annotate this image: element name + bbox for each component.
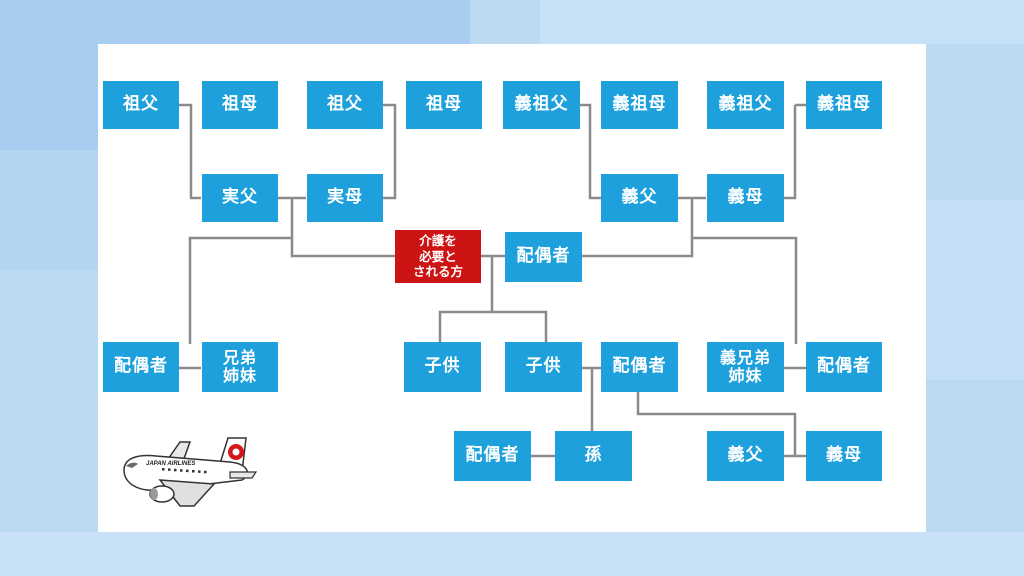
family-tree-card: 祖父 祖母 祖父 祖母 義祖父 義祖母 義祖父 義祖母 実父 実母 義父 義母 … xyxy=(98,44,926,532)
background-block xyxy=(540,0,1024,44)
node-grandchild-spouse: 配偶者 xyxy=(454,431,531,481)
connector-lines xyxy=(179,103,882,458)
node-inlaw-grandmother-1: 義祖母 xyxy=(601,81,678,129)
background-block xyxy=(0,150,98,270)
node-sibling-spouse: 配偶者 xyxy=(103,342,179,392)
node-grandfather-paternal: 祖父 xyxy=(103,81,179,129)
background-block xyxy=(0,532,1024,576)
background-block xyxy=(926,200,1024,380)
node-child-spouse-father: 義父 xyxy=(707,431,784,481)
node-spouse: 配偶者 xyxy=(505,232,582,282)
node-father: 実父 xyxy=(202,174,278,222)
node-inlaw-grandmother-2: 義祖母 xyxy=(806,81,882,129)
node-inlaw-sibling-spouse: 配偶者 xyxy=(806,342,882,392)
node-child-2: 子供 xyxy=(505,342,582,392)
node-care-recipient: 介護を 必要と される方 xyxy=(395,230,481,283)
node-child-spouse: 配偶者 xyxy=(601,342,678,392)
node-child-1: 子供 xyxy=(404,342,481,392)
node-mother: 実母 xyxy=(307,174,383,222)
node-inlaw-grandfather-1: 義祖父 xyxy=(503,81,580,129)
node-grandchild: 孫 xyxy=(555,431,632,481)
node-inlaw-grandfather-2: 義祖父 xyxy=(707,81,784,129)
node-grandfather-maternal: 祖父 xyxy=(307,81,383,129)
airline-label: JAPAN AIRLINES xyxy=(146,461,195,467)
node-inlaw-siblings: 義兄弟 姉妹 xyxy=(707,342,784,392)
node-grandmother-paternal: 祖母 xyxy=(202,81,278,129)
node-siblings: 兄弟 姉妹 xyxy=(202,342,278,392)
node-child-spouse-mother: 義母 xyxy=(806,431,882,481)
node-grandmother-maternal: 祖母 xyxy=(406,81,482,129)
node-father-in-law: 義父 xyxy=(601,174,678,222)
airplane-icon: JAPAN AIRLINES xyxy=(123,437,258,507)
node-mother-in-law: 義母 xyxy=(707,174,784,222)
